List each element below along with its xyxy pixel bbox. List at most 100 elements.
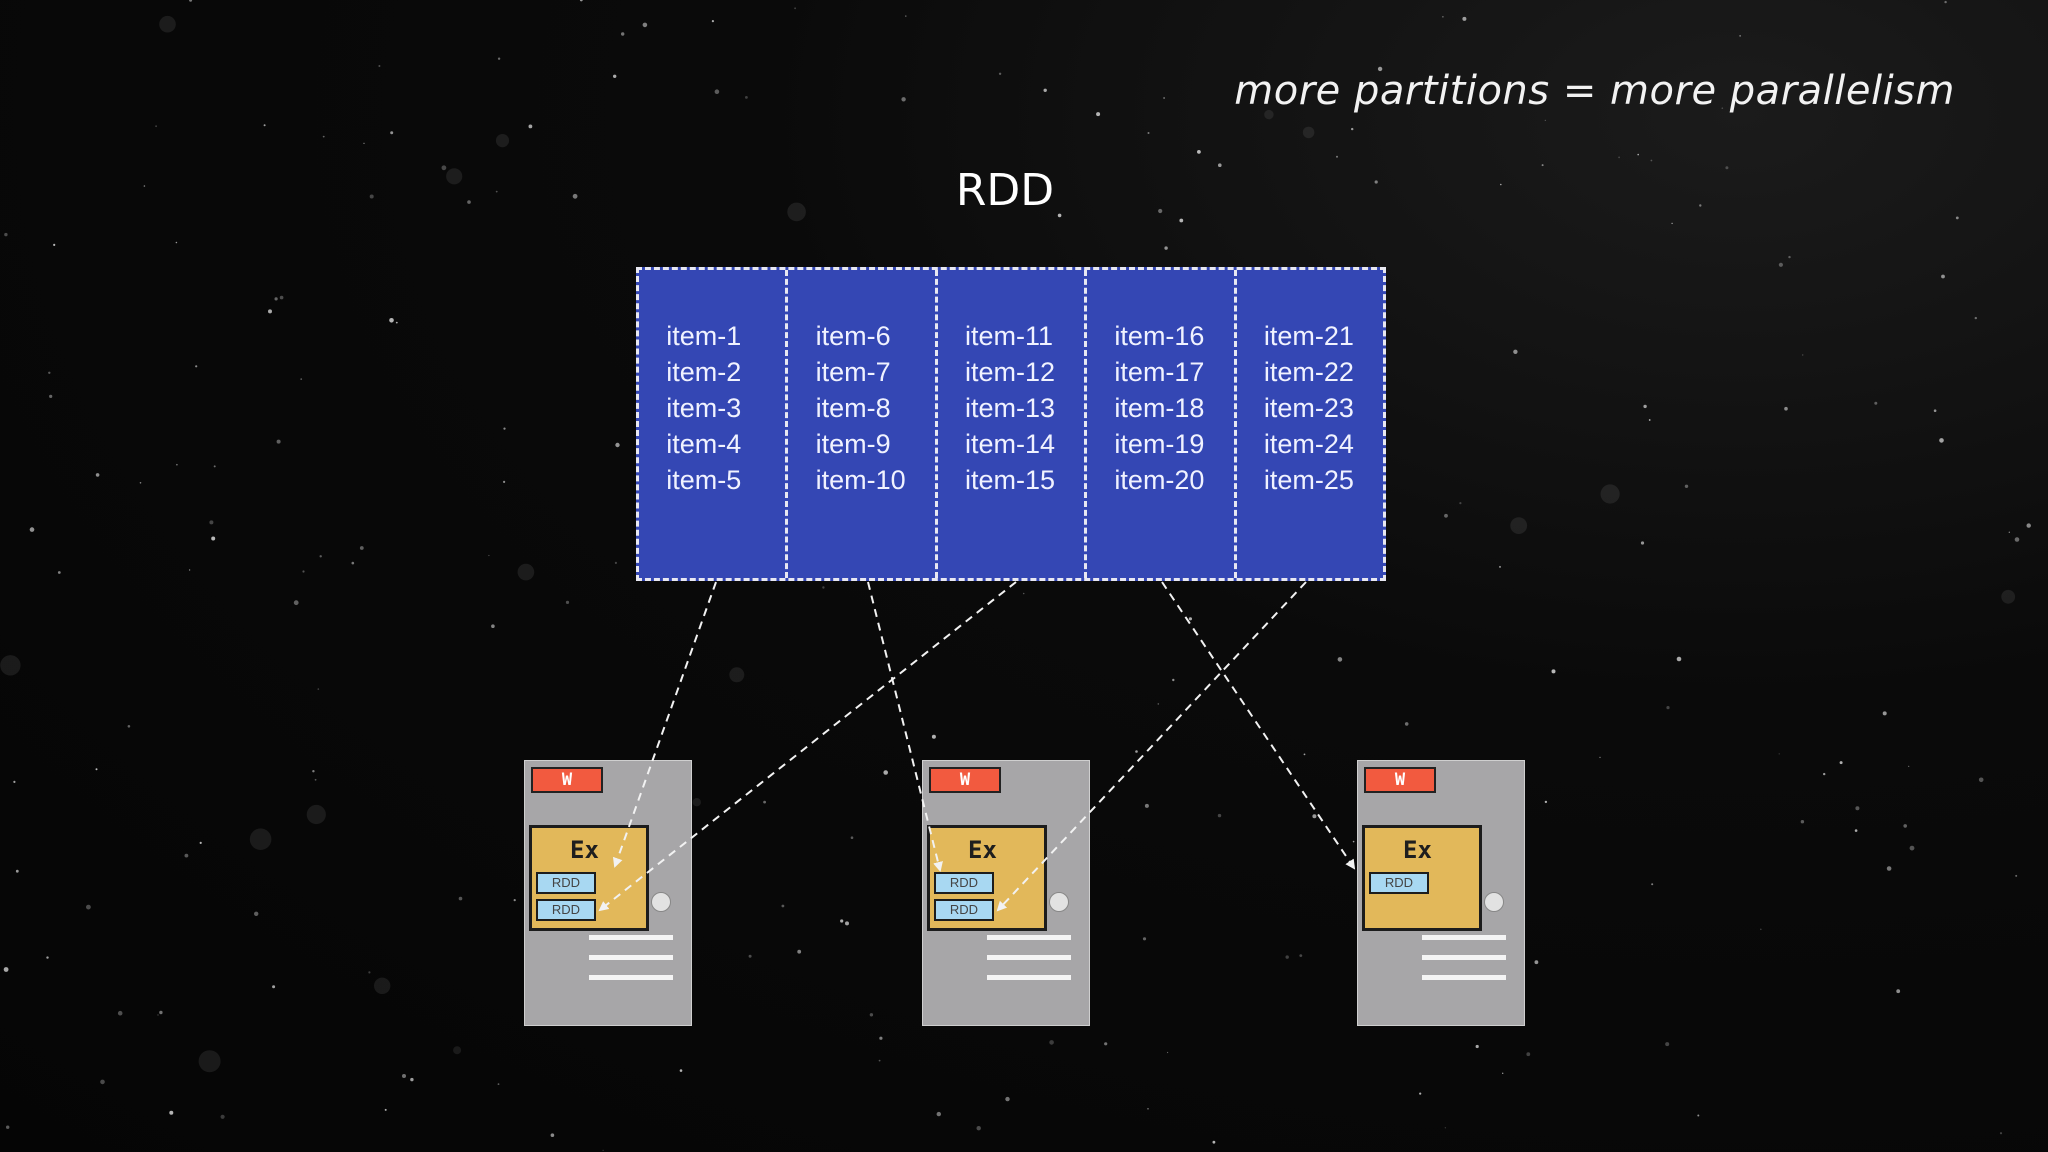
star-dot [497,1083,500,1085]
star-dot [263,124,266,127]
star-dot [1930,101,1933,105]
star-dot [279,295,284,300]
star-dot [1163,97,1165,99]
star-dot [312,770,315,773]
star-dot [86,904,91,910]
star-dot [503,427,506,430]
star-dot [1459,502,1462,505]
star-dot [314,778,317,781]
star-dot [127,725,131,728]
star-dot [189,0,193,2]
star-dot [1444,1127,1446,1129]
star-dot [1212,1140,1216,1144]
star-dot [300,378,303,380]
star-dot [467,200,471,204]
star-dot [1217,813,1222,818]
star-dot [565,600,570,605]
star-dot [1442,15,1444,18]
rdd-partition-chip: RDD [934,899,994,921]
star-dot [1933,409,1937,413]
star-dot [1648,419,1651,421]
partition-item: item-9 [815,429,891,459]
star-dot [1666,706,1670,710]
star-dot [1544,800,1548,804]
star-dot [1643,404,1647,409]
star-dot [517,563,535,581]
star-dot [1739,35,1741,37]
star-dot [363,142,365,144]
text-line-icon [987,955,1071,960]
star-dot [159,1010,163,1015]
star-dot [199,841,202,845]
star-dot [1351,127,1354,131]
star-dot [1043,88,1047,93]
partition-item: item-16 [1114,321,1205,351]
partition-item: item-18 [1114,393,1205,423]
star-dot [1513,349,1518,354]
star-dot [1671,222,1673,225]
star-dot [95,473,100,477]
star-dot [1526,1052,1531,1057]
executor-label: Ex [1403,836,1432,864]
partition-item: item-15 [965,465,1056,495]
rdd-title: RDD [955,165,1055,216]
star-dot [359,546,364,550]
star-dot [402,1074,406,1078]
star-dot [198,1050,221,1073]
star-dot [711,20,715,23]
star-dot [293,600,299,606]
star-dot [614,561,618,565]
star-dot [1551,669,1556,674]
partition-item: item-22 [1263,357,1354,387]
star-dot [883,770,888,775]
star-dot [1651,883,1654,886]
star-dot [1197,150,1201,154]
tagline: more partitions = more parallelism [1234,68,1955,114]
star-dot [369,194,374,199]
star-dot [195,365,198,368]
star-dot [488,554,490,557]
star-dot [550,1133,555,1137]
rdd-block: item-1 item-2 item-3 item-4 item-5 item-… [636,267,1386,581]
star-dot [602,1149,604,1151]
star-dot [1534,960,1539,965]
text-line-icon [1422,975,1506,980]
star-dot [1502,1072,1504,1075]
star-dot [621,32,625,36]
star-dot [781,904,785,908]
partition-item: item-17 [1114,357,1205,387]
star-dot [679,1069,683,1072]
partition-2: item-6 item-7 item-8 item-9 item-10 [788,270,938,578]
star-dot [1157,703,1160,705]
star-dot [1147,132,1150,134]
star-dot [1541,164,1544,167]
star-dot [1650,159,1653,162]
partition-item: item-12 [965,357,1056,387]
star-dot [879,1036,883,1040]
star-dot [1544,119,1546,121]
partition-item: item-6 [815,321,891,351]
star-dot [1303,753,1306,756]
star-dot [1377,66,1383,72]
star-dot [53,243,56,246]
star-dot [729,667,745,683]
star-dot [1158,208,1163,214]
star-dot [495,134,510,148]
worker-node-3: W Ex RDD [1357,760,1525,1026]
star-dot [513,899,516,902]
star-dot [905,15,907,17]
star-dot [143,185,146,187]
star-dot [1896,989,1901,994]
star-dot [1788,255,1791,259]
text-line-icon [589,935,673,940]
partition-item: item-7 [815,357,891,387]
partition-item: item-21 [1263,321,1354,351]
worker-node-1: W Ex RDD RDD [524,760,692,1026]
star-dot [272,985,276,989]
star-dot [1499,565,1501,568]
star-dot [1882,711,1887,716]
star-dot [1684,484,1689,488]
star-dot [1999,1132,2003,1135]
executor-box: Ex RDD RDD [927,825,1047,931]
partition-item: item-23 [1263,393,1354,423]
